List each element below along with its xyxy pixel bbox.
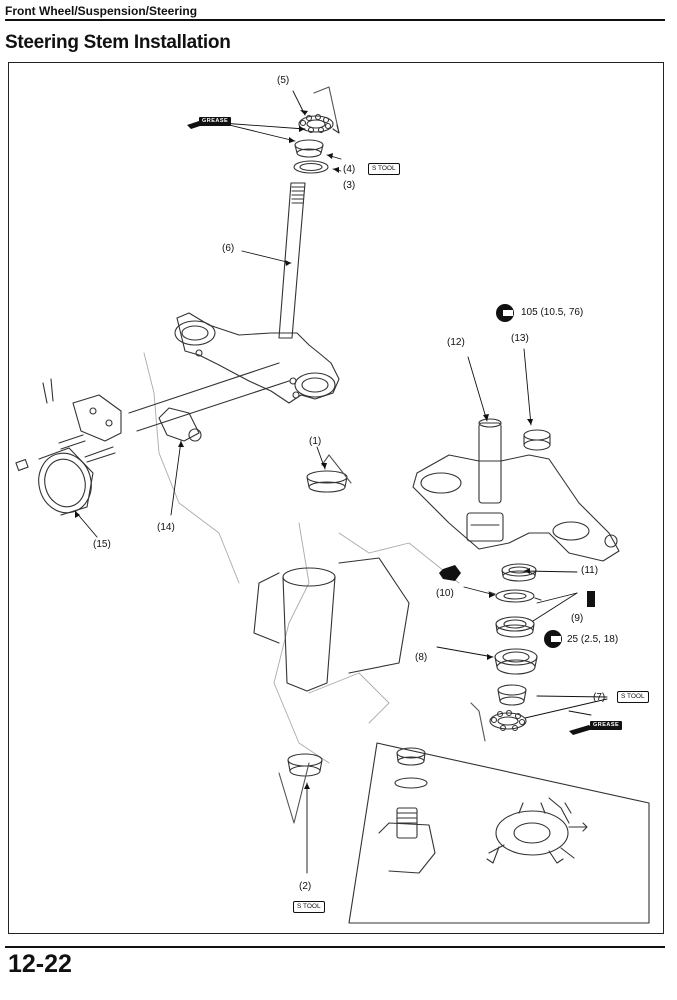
stem-bearing	[494, 648, 538, 675]
top-bridge	[412, 418, 620, 562]
horn	[38, 447, 94, 516]
callout-1: (1)	[309, 436, 322, 447]
top-bearing-balls	[298, 113, 334, 134]
bottom-race	[497, 684, 527, 706]
bottom-bearing-balls	[489, 709, 527, 732]
callout-14: (14)	[157, 522, 175, 533]
torque-spec-nut13: 105 (10.5, 76)	[521, 307, 584, 318]
wrench-icon	[496, 304, 514, 322]
callout-6: (6)	[222, 243, 235, 254]
callout-9: (9)	[571, 613, 584, 624]
callout-10: (10)	[436, 588, 454, 599]
footer-divider	[5, 946, 665, 948]
torque-spec-nut9: 25 (2.5, 18)	[567, 634, 619, 645]
callout-5: (5)	[277, 75, 290, 86]
horn-bracket	[15, 362, 290, 472]
steering-head-pipe	[253, 557, 410, 692]
grease-badge: GREASE	[199, 117, 232, 126]
leader-lines	[74, 90, 608, 874]
special-tool-badge: S TOOL	[368, 163, 400, 175]
callout-13: (13)	[511, 333, 529, 344]
inset-detail	[348, 742, 650, 924]
exploded-diagram: (5) (4) (3) (6) (1) (12) (13) (14) (15) …	[8, 62, 664, 934]
upper-head-race	[306, 470, 348, 493]
callout-12: (12)	[447, 337, 465, 348]
callout-15: (15)	[93, 539, 111, 550]
section-header: Front Wheel/Suspension/Steering	[5, 4, 198, 18]
lock-washer	[488, 589, 542, 603]
lower-head-race	[278, 753, 323, 824]
header-divider	[5, 19, 665, 21]
diagram-illustration	[15, 86, 650, 924]
page-title: Steering Stem Installation	[5, 32, 231, 53]
callout-11: (11)	[581, 565, 599, 576]
top-race	[294, 139, 324, 158]
callout-8: (8)	[415, 652, 428, 663]
page-number: 12-22	[8, 950, 72, 978]
adjusting-nut	[495, 616, 535, 638]
lock-nut	[501, 563, 537, 582]
new-part-icon	[439, 565, 461, 581]
grease-tube-icon	[187, 119, 593, 735]
wrench-icon	[544, 630, 562, 648]
special-tool-badge: S TOOL	[617, 691, 649, 703]
steering-stem	[174, 182, 340, 404]
callout-4: (4)	[343, 164, 356, 175]
dust-seal	[293, 160, 329, 174]
callout-7: (7)	[593, 692, 606, 703]
grease-tube-icon	[587, 591, 595, 607]
callout-2: (2)	[299, 881, 312, 892]
special-tool-badge: S TOOL	[293, 901, 325, 913]
callout-3: (3)	[343, 180, 356, 191]
grease-badge: GREASE	[590, 721, 623, 730]
frame-outline	[143, 352, 460, 764]
